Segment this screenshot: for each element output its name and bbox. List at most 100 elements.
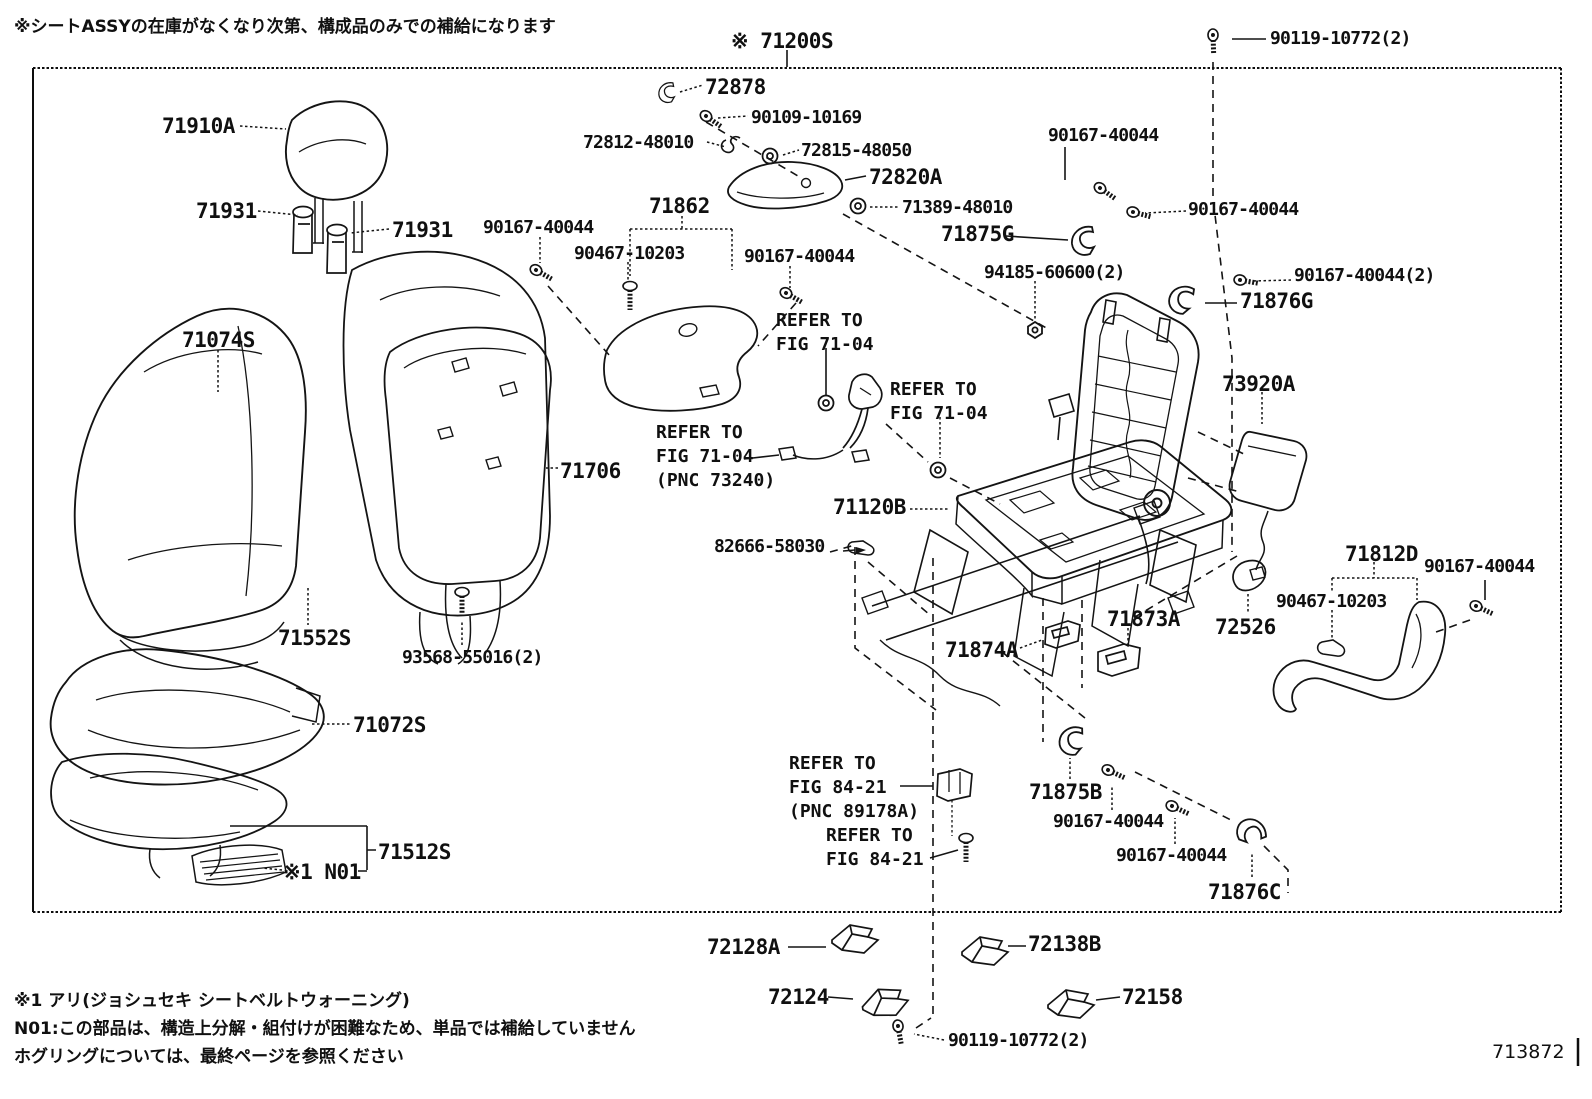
seat-cushion-drawing xyxy=(49,648,325,786)
callout-72138B: 72138B xyxy=(1028,932,1101,956)
bracket-plate-icon xyxy=(1047,989,1095,1019)
callout-refer-fig7104-b: REFER TO FIG 71-04 xyxy=(890,379,988,424)
grommet-icon xyxy=(929,461,947,479)
callout-90167-40044-b: 90167-40044 xyxy=(1188,199,1299,220)
callout-71706: 71706 xyxy=(560,459,621,483)
headrest-drawing xyxy=(284,100,389,253)
bolt-icon xyxy=(892,1019,906,1044)
callout-n01: ※1 N01 xyxy=(283,860,361,884)
footnote-1: ※1 アリ(ジョシュセキ シートベルトウォーニング) xyxy=(14,991,410,1011)
callout-71876G: 71876G xyxy=(1240,289,1313,313)
spring-mat-drawing xyxy=(191,844,287,886)
callout-71875G: 71875G xyxy=(941,222,1014,246)
footnote-3: ホグリングについては、最終ページを参照ください xyxy=(14,1047,404,1067)
callout-71120B: 71120B xyxy=(833,495,906,519)
callout-71512S: 71512S xyxy=(378,840,451,864)
callout-73920A: 73920A xyxy=(1222,372,1295,396)
callout-90119-10772-bottom: 90119-10772(2) xyxy=(948,1030,1089,1051)
callout-71389-48010: 71389-48010 xyxy=(902,197,1013,218)
leader-lines xyxy=(217,84,1418,1041)
track-bracket-drawing xyxy=(1044,620,1141,677)
callout-72815-48050: 72815-48050 xyxy=(801,140,912,161)
screw-icon xyxy=(698,108,723,130)
callout-90467-10203-a: 90467-10203 xyxy=(574,243,685,264)
callout-71812D: 71812D xyxy=(1345,542,1418,566)
callout-71910A: 71910A xyxy=(162,114,235,138)
bolt-icon xyxy=(528,263,554,284)
callout-90119-10772-top: 90119-10772(2) xyxy=(1270,28,1411,49)
callout-72812-48010: 72812-48010 xyxy=(583,132,694,153)
callout-71931-a: 71931 xyxy=(196,199,257,223)
bolt-icon xyxy=(778,286,804,307)
hook-bracket-icon xyxy=(1164,281,1197,317)
callout-refer-fig8421-b: REFER TO FIG 84-21 xyxy=(826,825,924,870)
callout-refer-fig8421-a: REFER TO FIG 84-21 (PNC 89178A) xyxy=(789,753,920,822)
leader-lines-solid xyxy=(230,38,1486,1001)
cushion-frame-drawing xyxy=(861,439,1233,707)
callout-82666-58030: 82666-58030 xyxy=(714,536,825,557)
callout-90167-40044-d: 90167-40044 xyxy=(483,217,594,238)
hook-bracket-icon xyxy=(1056,723,1086,758)
seatback-cover-drawing xyxy=(73,307,307,670)
leader-arrowhead xyxy=(856,547,866,554)
callout-72124: 72124 xyxy=(768,985,829,1009)
callout-71875B: 71875B xyxy=(1029,780,1102,804)
callout-71072S: 71072S xyxy=(353,713,426,737)
callout-72526: 72526 xyxy=(1215,615,1276,639)
screw-icon xyxy=(959,834,973,863)
bracket-plate-icon xyxy=(961,936,1009,966)
footnote-2: N01:この部品は、構造上分解・組付けが困難なため、単品では補給していません xyxy=(14,1019,636,1039)
seatback-pad-drawing xyxy=(342,250,551,665)
callout-90109-10169: 90109-10169 xyxy=(751,107,862,128)
screw-icon xyxy=(455,588,469,617)
callout-71552S: 71552S xyxy=(278,626,351,650)
callout-90167-40044-f: 90167-40044 xyxy=(1424,556,1535,577)
callout-72878: 72878 xyxy=(705,75,766,99)
headrest-guide-drawing xyxy=(292,205,348,274)
buckle-harness-drawing xyxy=(778,373,883,463)
fastener-icons xyxy=(455,29,1494,1045)
bracket-plate-icon xyxy=(831,924,879,954)
grommet-icon xyxy=(817,394,835,412)
callout-71874A: 71874A xyxy=(945,638,1018,662)
bolt-icon xyxy=(1208,29,1219,53)
callout-refer-fig7104-c: REFER TO FIG 71-04 (PNC 73240) xyxy=(656,422,776,491)
callout-72128A: 72128A xyxy=(707,935,780,959)
cushion-shield-drawing xyxy=(1272,600,1447,713)
cap-drawing xyxy=(1232,559,1267,592)
s-hook-icon xyxy=(720,135,741,154)
callout-72820A: 72820A xyxy=(869,165,942,189)
callout-90167-40044-g: 90167-40044 xyxy=(1053,811,1164,832)
airbag-unit-drawing xyxy=(1228,430,1308,581)
clip-icon xyxy=(658,82,675,104)
callout-90167-40044-e: 90167-40044 xyxy=(744,246,855,267)
callout-72158: 72158 xyxy=(1122,985,1183,1009)
recline-cover-drawing xyxy=(603,305,759,412)
callout-71873A: 71873A xyxy=(1107,607,1180,631)
bolt-icon xyxy=(1164,799,1190,818)
clip-icon xyxy=(1316,639,1346,657)
figure-number: 713872 xyxy=(1492,1041,1565,1063)
seatback-board-drawing xyxy=(383,326,552,659)
cushion-pan-drawing xyxy=(50,752,288,879)
top-note: ※シートASSYの在庫がなくなり次第、構成品のみでの補給になります xyxy=(14,17,556,37)
grommet-icon xyxy=(761,147,779,165)
callout-90167-40044-c: 90167-40044(2) xyxy=(1294,265,1435,286)
hook-bracket-icon xyxy=(1071,225,1095,256)
armrest-drawing xyxy=(727,161,844,210)
grommet-icon xyxy=(849,197,867,215)
callout-71074S: 71074S xyxy=(182,328,255,352)
callout-90167-40044-h: 90167-40044 xyxy=(1116,845,1227,866)
bolt-icon xyxy=(1100,763,1126,782)
callout-71931-b: 71931 xyxy=(392,218,453,242)
nut-icon xyxy=(1027,321,1043,339)
callout-71876C: 71876C xyxy=(1208,880,1281,904)
callout-71862: 71862 xyxy=(649,194,710,218)
callout-93568-55016: 93568-55016(2) xyxy=(402,647,543,668)
figure-ref-label: ※ 71200S xyxy=(731,29,834,53)
callout-refer-fig7104-a: REFER TO FIG 71-04 xyxy=(776,310,874,355)
bracket-plate-icon xyxy=(859,984,911,1021)
seatback-frame-drawing xyxy=(1048,292,1200,585)
screw-icon xyxy=(623,282,637,311)
